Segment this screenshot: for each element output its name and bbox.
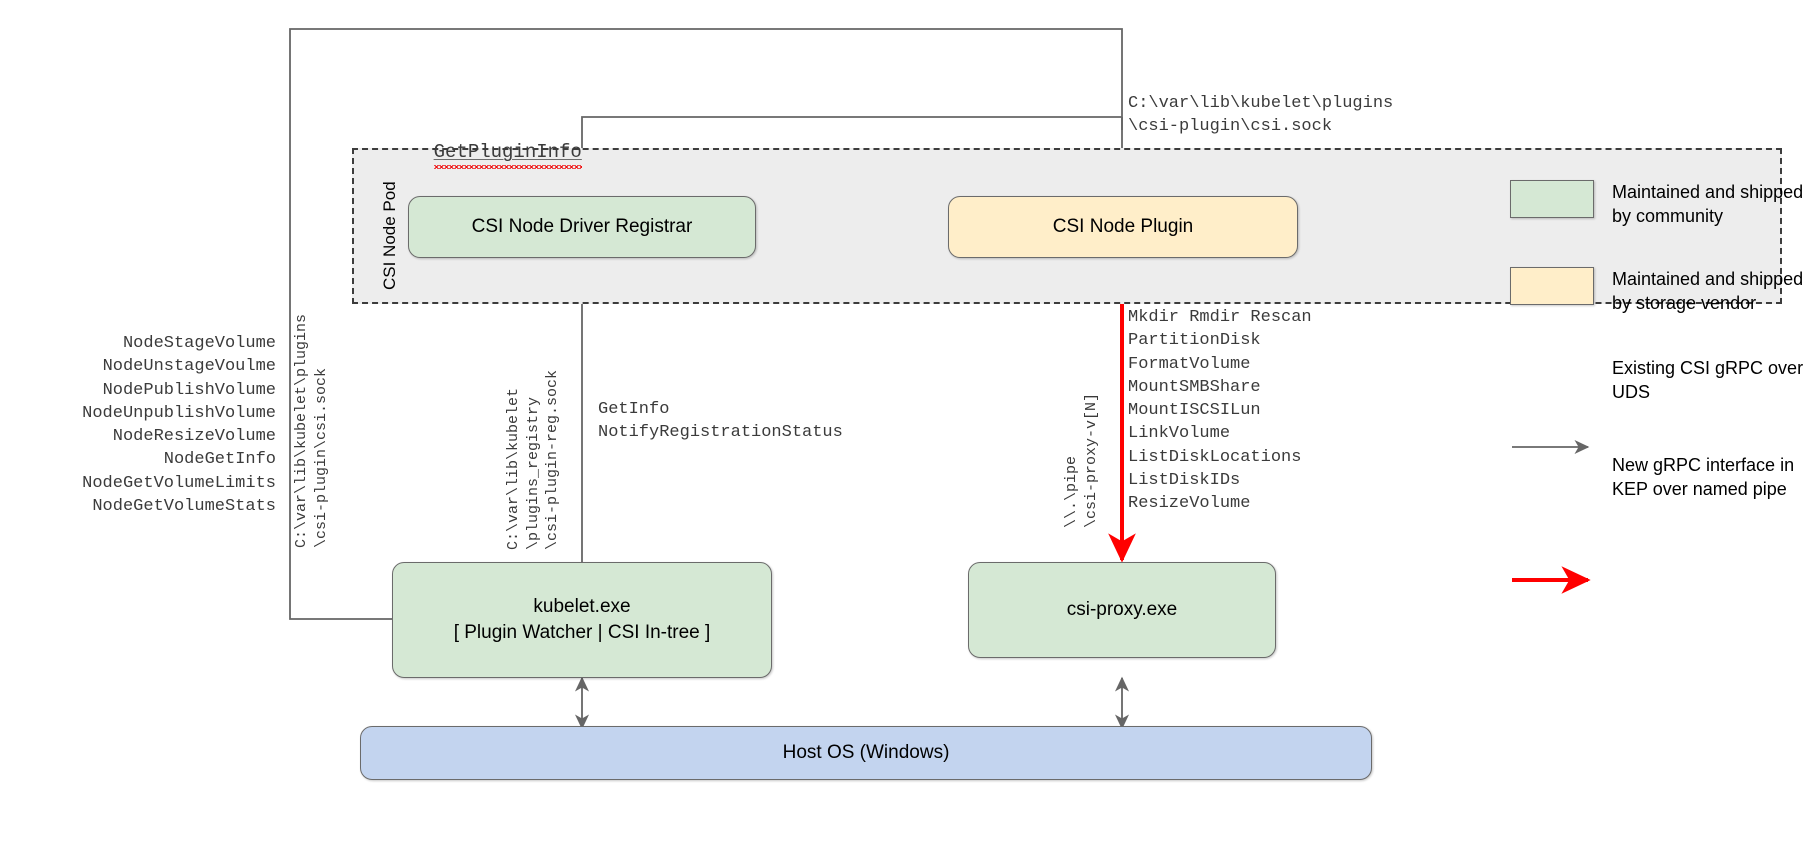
label-get-plugin-info: GetPluginInfo [388,113,582,191]
node-label: CSI Node Plugin [1052,216,1194,238]
legend-row-existing-grpc: Existing CSI gRPC over UDS [1510,356,1810,405]
legend-row-new-grpc: New gRPC interface in KEP over named pip… [1510,453,1810,502]
node-kubelet-exe[interactable]: kubelet.exe [ Plugin Watcher | CSI In-tr… [392,562,772,678]
label-csi-proxy-calls: Mkdir Rmdir Rescan PartitionDisk FormatV… [1128,308,1312,514]
label-registration-calls: GetInfo NotifyRegistrationStatus [598,400,843,443]
legend-key-arrow-red [1510,453,1594,491]
legend-row-vendor: Maintained and shipped by storage vendor [1510,266,1810,316]
csi-node-pod-label: CSI Node Pod [380,181,399,290]
node-csi-node-driver-registrar[interactable]: CSI Node Driver Registrar [408,196,756,258]
legend-key-arrow-gray [1510,356,1594,394]
label-left-socket-path: C:\var\lib\kubelet\plugins \csi-plugin\c… [293,313,330,548]
label-get-plugin-info-text: GetPluginInfo [433,141,582,164]
legend-label: Maintained and shipped by storage vendor [1612,268,1804,313]
node-csi-proxy-exe[interactable]: csi-proxy.exe [968,562,1276,658]
legend-label: New gRPC interface in KEP over named pip… [1612,454,1795,499]
label-registry-socket-path: C:\var\lib\kubelet \plugins_registry \cs… [505,369,561,550]
legend-swatch-green [1510,180,1594,218]
legend: Maintained and shipped by community Main… [1510,180,1810,530]
legend-label: Maintained and shipped by community [1612,182,1804,226]
node-host-os[interactable]: Host OS (Windows) [360,726,1372,780]
legend-key [1510,180,1594,218]
label-node-service-calls: NodeStageVolume NodeUnstageVoulme NodePu… [82,334,276,516]
legend-key [1510,266,1594,305]
legend-label: Existing CSI gRPC over UDS [1612,357,1804,402]
legend-row-community: Maintained and shipped by community [1510,180,1810,229]
node-label-line1: csi-proxy.exe [1066,599,1178,621]
label-named-pipe-path: \\.\pipe \csi-proxy-v[N] [1063,392,1100,528]
node-label-line2: [ Plugin Watcher | CSI In-tree ] [453,622,711,643]
node-label-line1: kubelet.exe [533,596,631,618]
legend-swatch-yellow [1510,266,1594,305]
label-csi-sock-path-top: C:\var\lib\kubelet\plugins \csi-plugin\c… [1128,94,1394,137]
node-label: CSI Node Driver Registrar [471,216,693,238]
node-label: Host OS (Windows) [782,742,950,764]
node-csi-node-plugin[interactable]: CSI Node Plugin [948,196,1298,258]
